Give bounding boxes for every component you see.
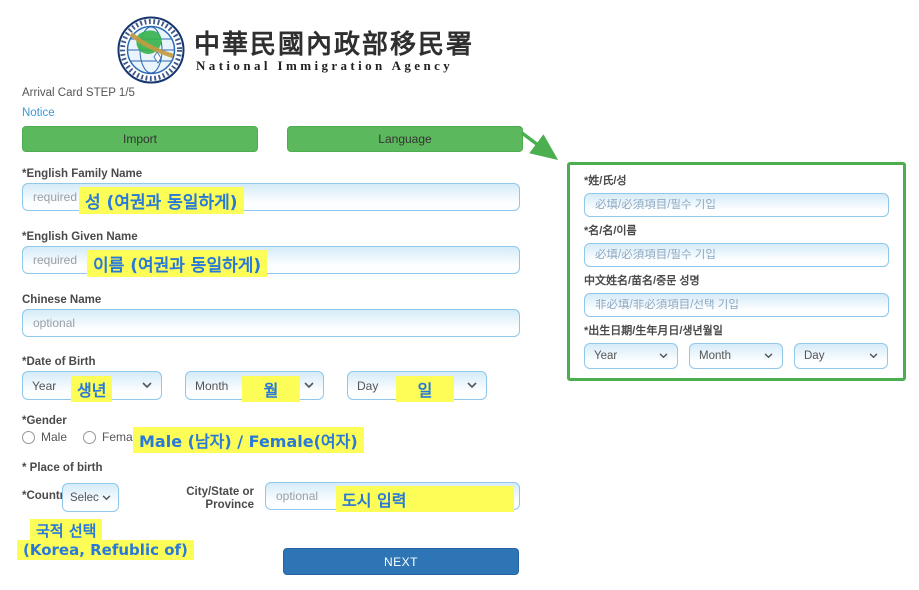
- city-state-label: City/State or Province: [186, 486, 254, 511]
- female-radio[interactable]: [83, 430, 97, 444]
- chinese-translated-field: [584, 293, 889, 317]
- year-select-value: Year: [32, 378, 57, 393]
- month-select[interactable]: Month 월: [185, 371, 324, 402]
- city-annotation: 도시 입력: [336, 486, 514, 512]
- import-button[interactable]: Import: [22, 126, 258, 152]
- place-of-birth-label: * Place of birth: [22, 462, 103, 474]
- panel-year-value: Year: [594, 350, 618, 362]
- language-button[interactable]: Language: [287, 126, 523, 152]
- panel-month-select[interactable]: Month: [689, 343, 783, 369]
- green-annotation-arrow-icon: [517, 128, 569, 175]
- month-select-value: Month: [195, 378, 229, 393]
- chevron-down-icon: [304, 382, 314, 389]
- dob-translated-selects: Year Month Day: [584, 343, 889, 369]
- given-translated-input[interactable]: [595, 249, 878, 261]
- day-select[interactable]: Day 일: [347, 371, 487, 402]
- year-annotation: 생년: [71, 376, 113, 402]
- country-annotation-line2: (Korea, Refublic of): [17, 540, 194, 560]
- family-name-label: *English Family Name: [22, 168, 143, 180]
- chevron-down-icon: [764, 353, 773, 359]
- panel-year-select[interactable]: Year: [584, 343, 678, 369]
- female-radio-label: Female: [102, 430, 143, 444]
- panel-month-value: Month: [699, 350, 731, 362]
- surname-translated-label: *姓/氏/성: [584, 175, 627, 187]
- country-select-value: Selec: [70, 491, 99, 504]
- given-name-label: *English Given Name: [22, 231, 138, 243]
- city-field: 도시 입력: [265, 482, 520, 512]
- chinese-translated-label: 中文姓名/苗名/중문 성명: [584, 275, 700, 287]
- chevron-down-icon: [102, 494, 111, 500]
- surname-translated-field: [584, 193, 889, 217]
- chinese-name-label: Chinese Name: [22, 294, 102, 306]
- next-button[interactable]: NEXT: [283, 548, 519, 575]
- country-label: *Countr: [22, 490, 65, 502]
- family-name-annotation: 성 (여권과 동일하게): [79, 187, 244, 214]
- panel-day-select[interactable]: Day: [794, 343, 888, 369]
- agency-title-zh: 中華民國內政部移民署: [194, 30, 475, 59]
- chevron-down-icon: [142, 382, 152, 389]
- given-translated-label: *名/名/이름: [584, 225, 637, 237]
- gender-annotation: Male (남자) / Female(여자): [133, 427, 364, 453]
- year-select[interactable]: Year 생년: [22, 371, 162, 402]
- male-radio-label: Male: [41, 430, 68, 444]
- male-radio[interactable]: [22, 430, 35, 444]
- translation-panel: *姓/氏/성 *名/名/이름 中文姓名/苗名/중문 성명 *出生日期/生年月日/…: [567, 162, 906, 381]
- panel-day-value: Day: [804, 350, 825, 362]
- given-name-field: 이름 (여권과 동일하게): [22, 246, 520, 277]
- chevron-down-icon: [467, 382, 477, 389]
- family-name-field: 성 (여권과 동일하게): [22, 183, 520, 214]
- day-annotation: 일: [396, 376, 454, 402]
- step-indicator: Arrival Card STEP 1/5: [22, 87, 135, 99]
- notice-link[interactable]: Notice: [22, 107, 55, 119]
- gender-options: Male Female: [22, 430, 142, 444]
- surname-translated-input[interactable]: [595, 199, 878, 211]
- month-annotation: 월: [242, 376, 300, 402]
- chinese-name-field: [22, 309, 520, 337]
- chevron-down-icon: [659, 353, 668, 359]
- dob-label: *Date of Birth: [22, 356, 96, 368]
- chinese-name-input[interactable]: [33, 316, 509, 330]
- chinese-translated-input[interactable]: [595, 299, 878, 311]
- gender-label: *Gender: [22, 415, 67, 427]
- nia-logo-icon: [117, 16, 185, 89]
- given-translated-field: [584, 243, 889, 267]
- chevron-down-icon: [869, 353, 878, 359]
- day-select-value: Day: [357, 378, 379, 393]
- given-name-annotation: 이름 (여권과 동일하게): [87, 250, 268, 277]
- dob-translated-label: *出生日期/生年月日/생년월일: [584, 325, 723, 337]
- agency-title-en: National Immigration Agency: [196, 58, 454, 73]
- country-annotation-line1: 국적 선택: [30, 519, 103, 542]
- country-select[interactable]: Selec: [62, 483, 119, 512]
